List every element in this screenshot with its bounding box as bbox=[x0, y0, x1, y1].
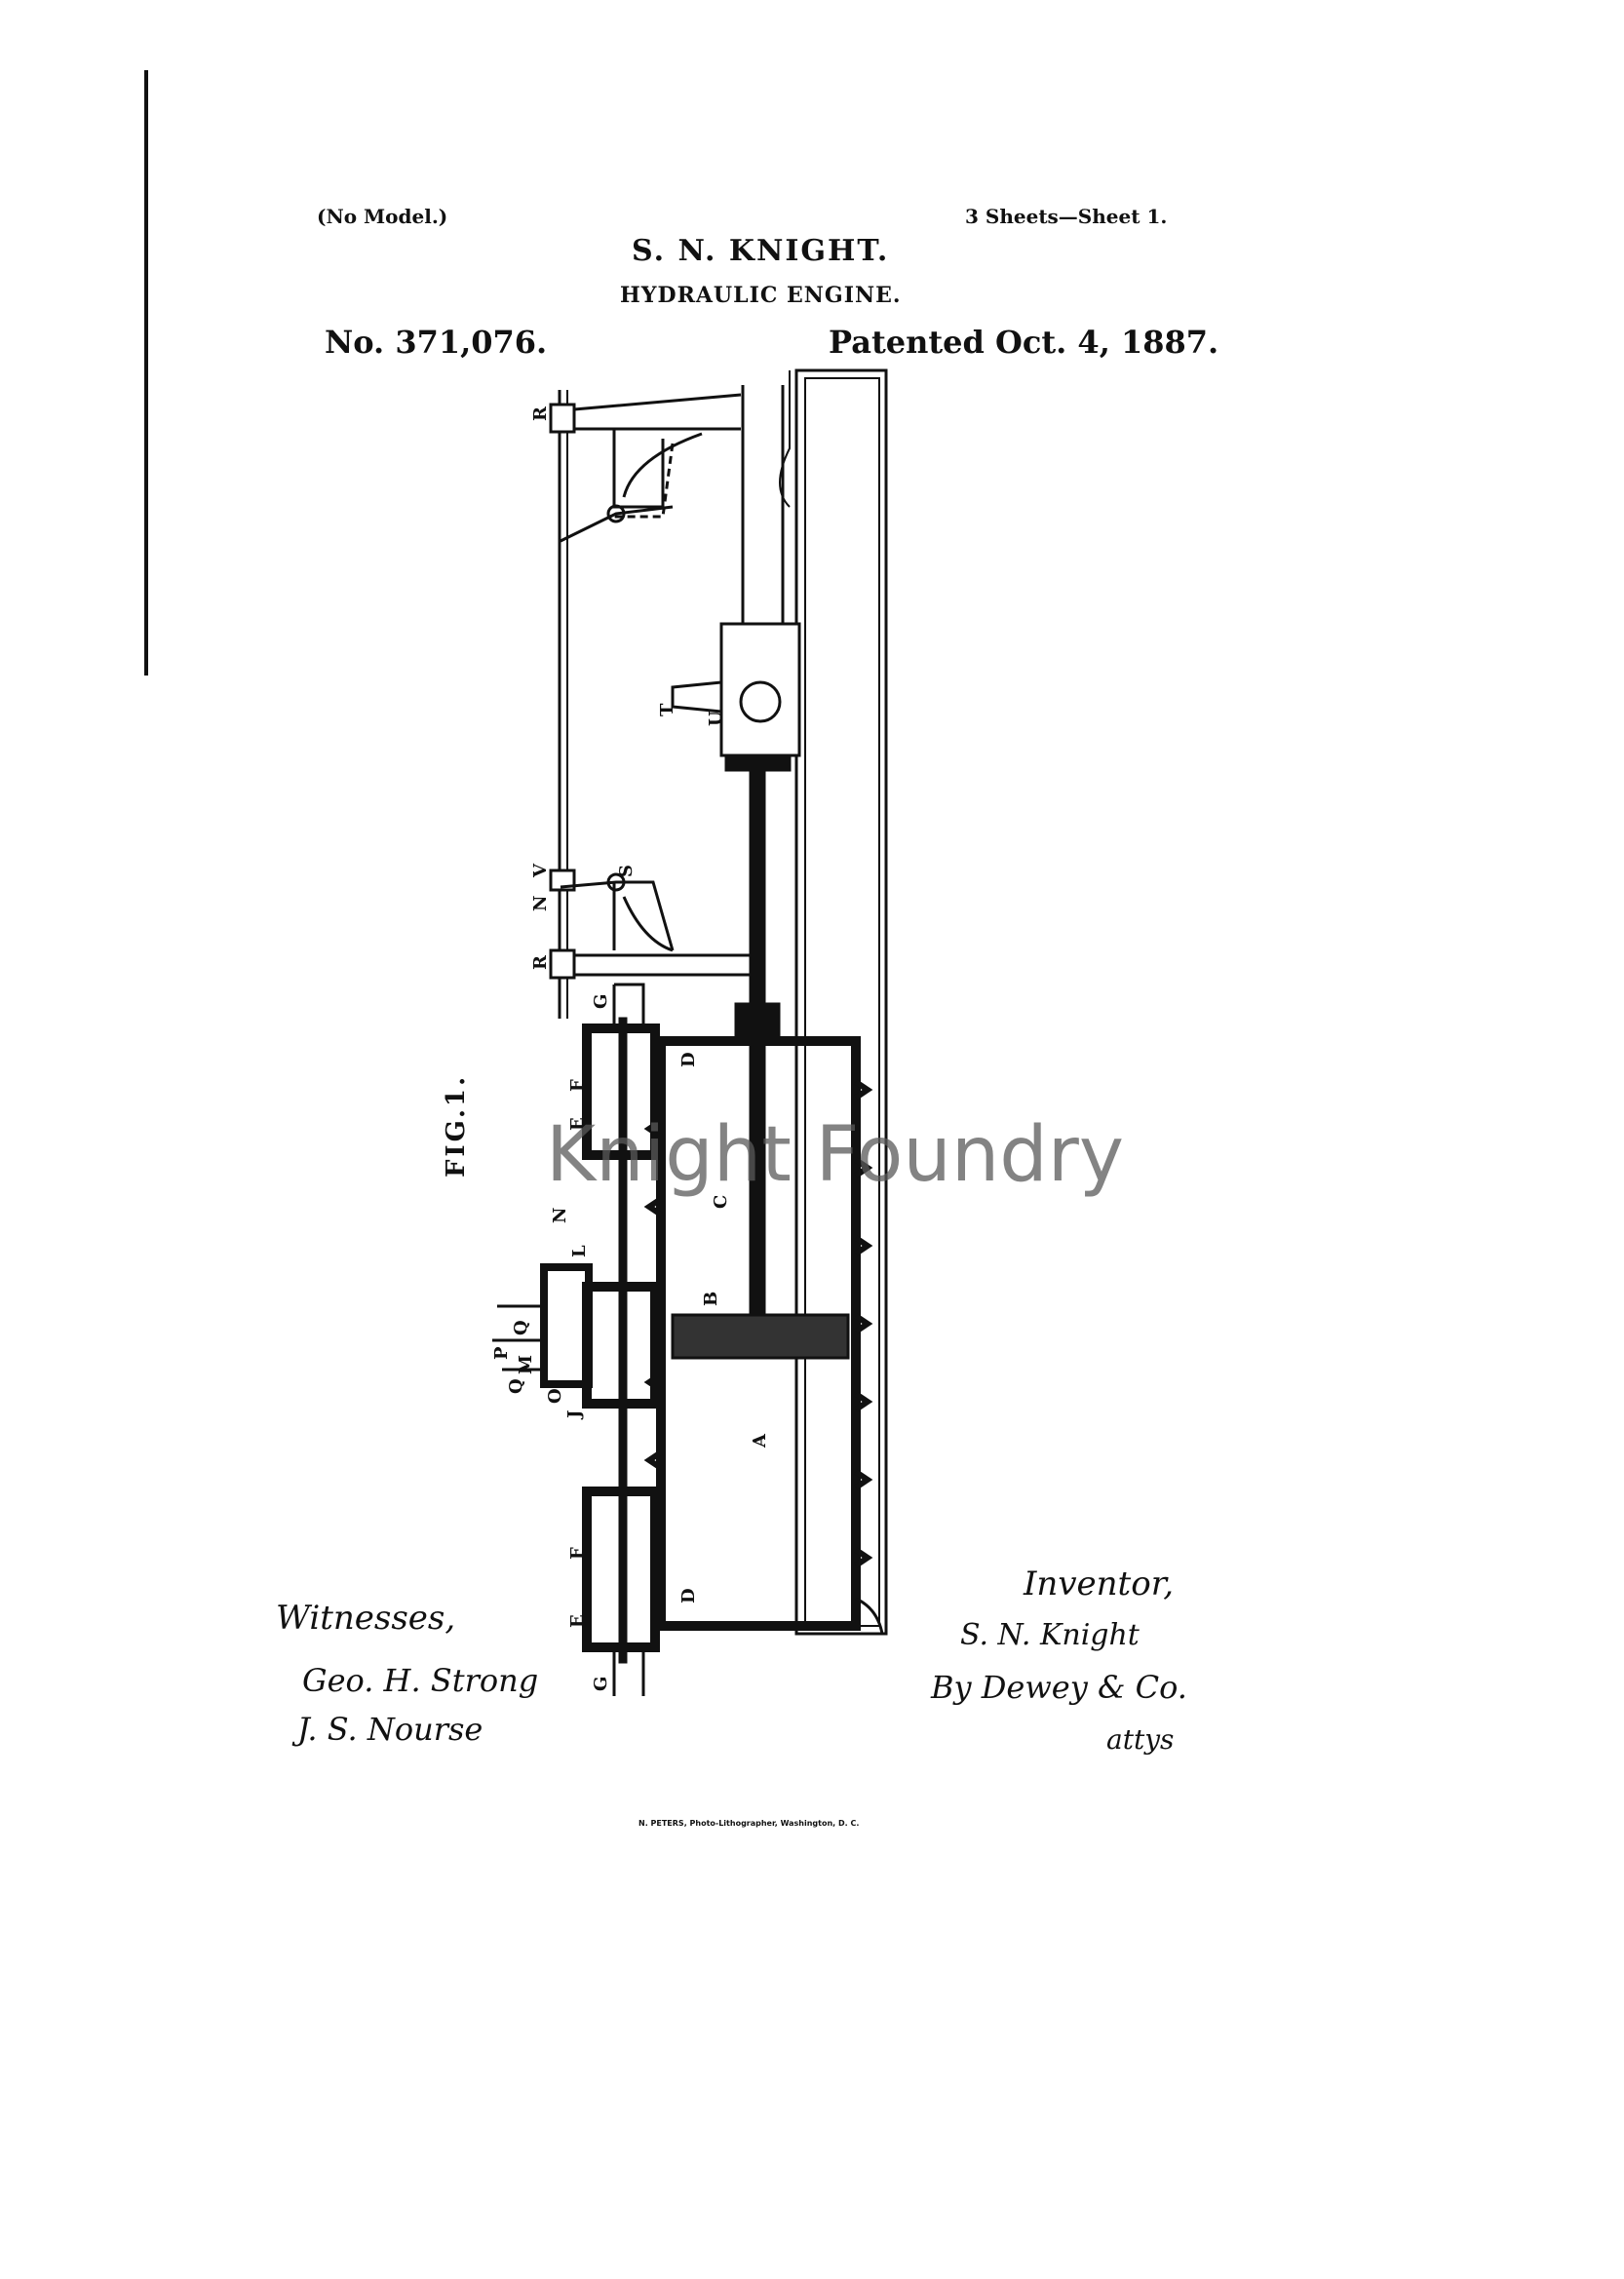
watermark: Knight Foundry bbox=[546, 1111, 1124, 1199]
label-G-lower: G bbox=[591, 1677, 611, 1691]
label-P: P bbox=[491, 1346, 512, 1360]
label-E-lower: E bbox=[567, 1614, 588, 1628]
patent-date: Patented Oct. 4, 1887. bbox=[829, 324, 1219, 361]
label-R-upper: R bbox=[530, 406, 551, 421]
bracket-lower bbox=[549, 948, 576, 980]
label-D-lower: D bbox=[678, 1588, 699, 1603]
label-Q-lower: Q bbox=[506, 1378, 526, 1394]
crosshead-arm bbox=[671, 680, 722, 714]
label-O: O bbox=[545, 1388, 565, 1404]
sheet-number: 3 Sheets—Sheet 1. bbox=[965, 205, 1168, 228]
attorney-label: attys bbox=[1106, 1723, 1175, 1756]
inventor-name: S. N. KNIGHT. bbox=[632, 234, 890, 268]
label-N: N bbox=[530, 896, 551, 911]
label-V: V bbox=[530, 863, 551, 878]
crosshead-pin bbox=[739, 680, 782, 723]
cylinder bbox=[656, 1036, 861, 1631]
attorney-signature: By Dewey & Co. bbox=[931, 1669, 1187, 1706]
label-C: C bbox=[711, 1195, 731, 1209]
label-N1: N bbox=[550, 1208, 570, 1223]
label-S: S bbox=[616, 865, 637, 877]
label-U: U bbox=[706, 711, 726, 726]
label-F-lower: F bbox=[567, 1547, 588, 1560]
piston-rod bbox=[749, 768, 766, 1337]
valve-stem bbox=[618, 1017, 628, 1664]
label-J: J bbox=[564, 1410, 585, 1420]
pilot-valve bbox=[540, 1263, 593, 1388]
witness-signature-1: Geo. H. Strong bbox=[302, 1662, 539, 1699]
label-E-upper: E bbox=[567, 1117, 588, 1131]
valve-stem-top bbox=[612, 983, 645, 1028]
label-B: B bbox=[701, 1292, 721, 1306]
figure-label: FIG.1. bbox=[442, 1073, 472, 1178]
label-Q-upper: Q bbox=[511, 1320, 531, 1335]
bracket-upper bbox=[549, 403, 576, 434]
label-M: M bbox=[516, 1355, 536, 1374]
label-R-lower: R bbox=[530, 954, 551, 970]
label-A: A bbox=[750, 1433, 770, 1449]
label-D-upper: D bbox=[678, 1052, 699, 1067]
label-G-upper: G bbox=[591, 994, 611, 1009]
patent-number: No. 371,076. bbox=[325, 324, 548, 361]
inventor-heading: Inventor, bbox=[1024, 1564, 1175, 1603]
lithographer-credit: N. PETERS, Photo-Lithographer, Washingto… bbox=[638, 1819, 860, 1828]
frame-rail bbox=[794, 368, 888, 1636]
piston-B bbox=[671, 1313, 850, 1360]
patent-title: HYDRAULIC ENGINE. bbox=[620, 283, 902, 308]
witness-signature-2: J. S. Nourse bbox=[297, 1711, 483, 1748]
crosshead bbox=[719, 622, 801, 757]
model-note: (No Model.) bbox=[317, 205, 448, 228]
inventor-signature: S. N. Knight bbox=[960, 1618, 1140, 1652]
label-L: L bbox=[569, 1245, 590, 1257]
label-T: T bbox=[657, 703, 677, 716]
witnesses-heading: Witnesses, bbox=[276, 1599, 456, 1638]
label-F-upper: F bbox=[567, 1079, 588, 1092]
